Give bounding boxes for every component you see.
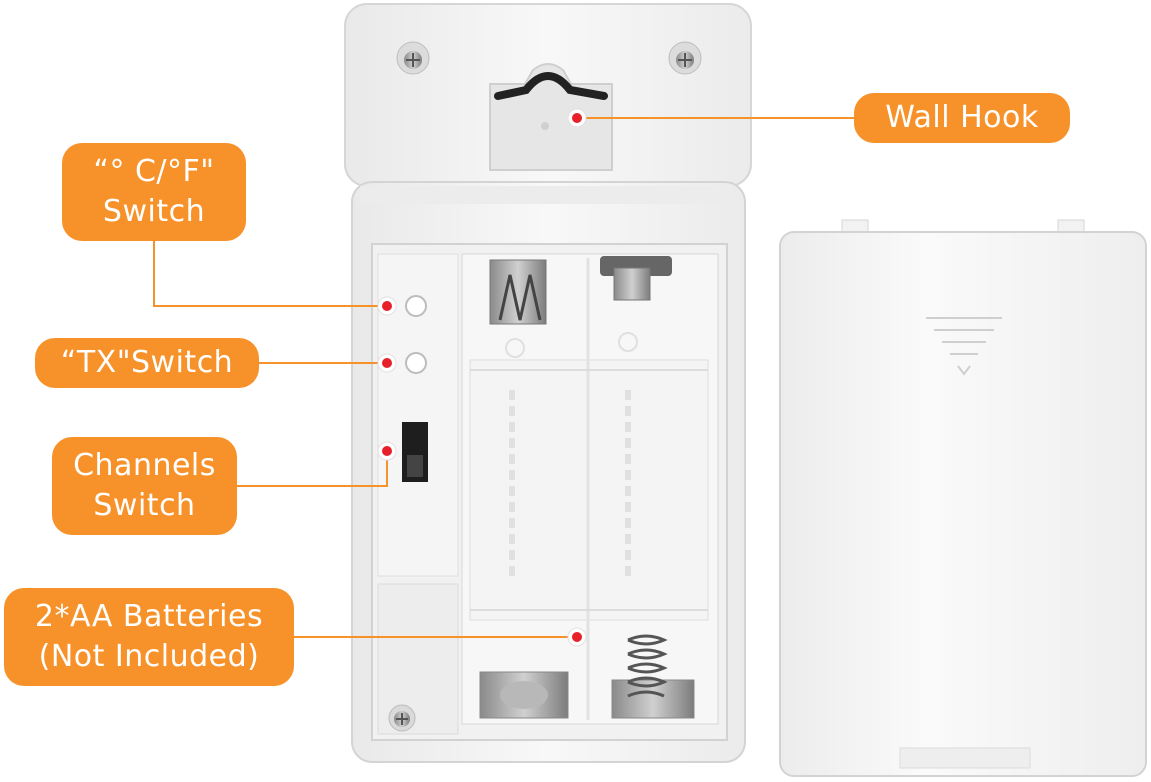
battery-cover (779, 219, 1147, 777)
marker-dot (377, 353, 397, 373)
batteries-label: 2*AA Batteries (Not Included) (4, 588, 294, 686)
channels-switch-label-text: Channels Switch (73, 448, 216, 523)
marker-dot (377, 441, 397, 461)
tx-switch-label-text: “TX"Switch (60, 345, 234, 380)
wall-hook-label-text: Wall Hook (885, 100, 1039, 135)
leader-lines (153, 117, 855, 638)
unit-switch-label-text: “° C/°F" Switch (93, 154, 215, 229)
unit-switch-leader (153, 240, 387, 307)
temperature-unit-button (405, 295, 427, 317)
marker-dot (567, 627, 587, 647)
sensor-unit (344, 3, 752, 763)
marker-dot (567, 108, 587, 128)
wall-hook (489, 63, 613, 171)
marker-dot (377, 296, 397, 316)
screw-icon (388, 704, 416, 732)
screw-icon (668, 41, 702, 75)
marker-dots (377, 108, 587, 647)
unit-switch-label: “° C/°F" Switch (62, 143, 246, 241)
battery-contact-spring (489, 259, 547, 325)
channel-slide-switch (402, 422, 428, 482)
slide-arrow-icon (926, 317, 1002, 376)
battery-bay (461, 253, 719, 725)
batteries-label-text: 2*AA Batteries (Not Included) (34, 599, 264, 674)
screw-icon (396, 41, 430, 75)
tx-switch-label: “TX"Switch (35, 338, 259, 388)
battery-contact-plate (600, 256, 672, 301)
channels-switch-leader (236, 451, 388, 487)
battery-contact-spring (611, 634, 695, 719)
wall-hook-label: Wall Hook (854, 93, 1070, 143)
tx-button (405, 352, 427, 374)
channels-switch-label: Channels Switch (52, 437, 237, 535)
battery-contact-plate (479, 671, 569, 719)
